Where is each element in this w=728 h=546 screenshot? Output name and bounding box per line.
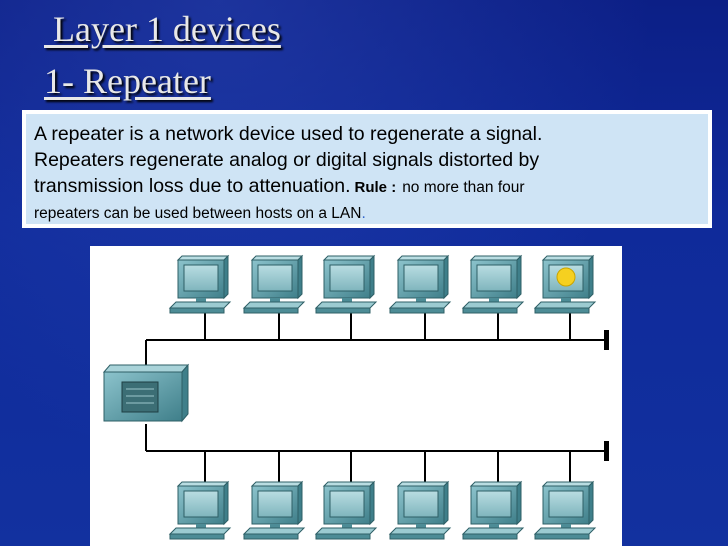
description-line-4: repeaters can be used between hosts on a… <box>34 201 700 227</box>
description-line-1: A repeater is a network device used to r… <box>34 123 543 145</box>
bottom-host-1 <box>168 480 232 540</box>
description-line-2: Repeaters regenerate analog or digital s… <box>34 149 540 171</box>
bottom-host-6 <box>533 480 597 540</box>
rule-text: no more than four <box>402 179 525 196</box>
top-host-row <box>168 254 597 340</box>
slide-title-line-1: Layer 1 devices <box>44 9 281 49</box>
description-line-4-text: repeaters can be used between hosts on a… <box>34 205 362 222</box>
bottom-host-2 <box>242 480 306 540</box>
bottom-host-4 <box>388 480 452 540</box>
top-host-6 <box>533 254 597 314</box>
description-line-3: transmission loss due to attenuation.Rul… <box>34 173 700 201</box>
bottom-host-row <box>168 451 597 540</box>
network-diagram-svg <box>102 254 609 540</box>
top-host-4 <box>388 254 452 314</box>
description-line-3-text: transmission loss due to attenuation. <box>34 175 351 197</box>
top-host-2 <box>242 254 306 314</box>
top-host-3 <box>314 254 378 314</box>
slide-title-line-2: 1- Repeater <box>44 61 211 101</box>
description-box: A repeater is a network device used to r… <box>22 110 712 228</box>
repeater-device <box>102 363 190 423</box>
signal-indicator-icon <box>556 267 576 287</box>
top-host-5 <box>461 254 525 314</box>
rule-label: Rule : <box>354 179 397 196</box>
network-diagram <box>90 246 622 546</box>
top-host-1 <box>168 254 232 314</box>
description-text-area: A repeater is a network device used to r… <box>26 114 708 224</box>
bottom-host-3 <box>314 480 378 540</box>
top-bus-terminator <box>604 330 609 350</box>
description-line-4-period: . <box>361 205 366 222</box>
bottom-host-5 <box>461 480 525 540</box>
bottom-bus-terminator <box>604 441 609 461</box>
